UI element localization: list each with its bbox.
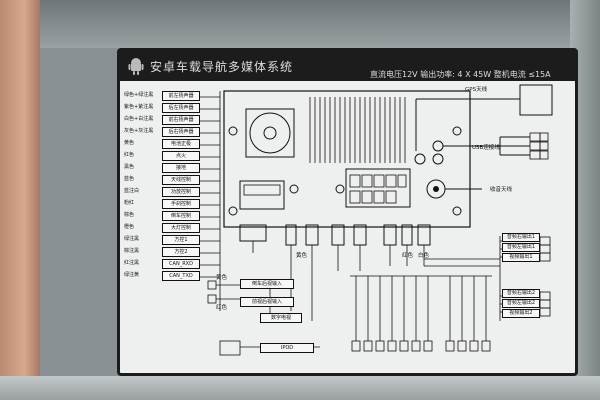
wire-color-label: 白色+白注黑 xyxy=(124,116,154,122)
wire-color-label: 黑色 xyxy=(124,164,135,170)
wire-color-label: 紫色+紫注黑 xyxy=(124,104,154,110)
audio-right-out-1: 音频右输出1 xyxy=(502,233,540,242)
wire-color-label: 红注黑 xyxy=(124,260,140,266)
wire-function-box: 功放控制 xyxy=(162,187,200,197)
wire-color-label: 绿注黄 xyxy=(124,272,140,278)
front-rear-input-label: 前视后视输入 xyxy=(240,297,294,307)
video-out-2: 视频输出2 xyxy=(502,309,540,318)
ipod-label: IPOD xyxy=(260,343,314,353)
finger xyxy=(0,0,40,400)
gps-antenna-label: GPS天线 xyxy=(465,87,488,93)
white-wire-label: 白色 xyxy=(418,253,430,259)
audio-left-out-2: 音频左输出2 xyxy=(502,299,540,308)
wire-function-box: 前右扬声器 xyxy=(162,115,200,125)
background-bottom xyxy=(0,376,600,400)
wire-function-box: 天线控制 xyxy=(162,175,200,185)
wire-function-box: 后右扬声器 xyxy=(162,127,200,137)
wire-color-label: 灰色+灰注黑 xyxy=(124,128,154,134)
audio-left-out-1: 音频左输出1 xyxy=(502,243,540,252)
yellow-wire-label-2: 黄色 xyxy=(296,253,308,259)
wire-color-label: 黄色 xyxy=(124,140,135,146)
background-top xyxy=(0,0,600,48)
reverse-input-label: 倒车后视输入 xyxy=(240,279,294,289)
radio-antenna-label: 收音天线 xyxy=(490,187,513,193)
power-spec: 直流电压12V 输出功率: 4 X 45W 整机电流 ≤15A xyxy=(370,70,551,79)
sticker-header: 安卓车载导航多媒体系统 直流电压12V 输出功率: 4 X 45W 整机电流 ≤… xyxy=(120,51,575,81)
digital-tv-label: 数字电视 xyxy=(260,313,302,323)
red-wire-label-2: 红色 xyxy=(402,253,414,259)
red-wire-label: 红色 xyxy=(216,305,228,311)
wire-color-label: 蓝色 xyxy=(124,176,135,182)
yellow-wire-label: 黄色 xyxy=(216,275,228,281)
android-icon xyxy=(128,58,144,75)
wire-function-box: 大灯控制 xyxy=(162,223,200,233)
wire-color-label: 红色 xyxy=(124,152,135,158)
wire-color-label: 棕色 xyxy=(124,212,135,218)
wire-color-label: 绿色+绿注黑 xyxy=(124,92,154,98)
wire-function-box: 后左扬声器 xyxy=(162,103,200,113)
video-out-1: 视频输出1 xyxy=(502,253,540,262)
wire-color-label: 棕注黑 xyxy=(124,248,140,254)
wire-function-box: 方控2 xyxy=(162,247,200,257)
wire-color-label: 绿注黑 xyxy=(124,236,140,242)
wire-function-box: 倒车控制 xyxy=(162,211,200,221)
wire-function-box: 手刹控制 xyxy=(162,199,200,209)
wire-function-box: 点火 xyxy=(162,151,200,161)
wire-function-box: 前左扬声器 xyxy=(162,91,200,101)
wire-color-label: 粉红 xyxy=(124,200,135,206)
wire-function-box: CAN_TXD xyxy=(162,271,200,281)
wiring-lines xyxy=(200,84,553,356)
wire-function-box: CAN_RXD xyxy=(162,259,200,269)
usb-cable-label: USB连接线 xyxy=(472,145,500,151)
wire-color-label: 蓝注白 xyxy=(124,188,140,194)
wire-color-label: 橙色 xyxy=(124,224,135,230)
system-title: 安卓车载导航多媒体系统 xyxy=(150,60,294,74)
wire-function-box: 方控1 xyxy=(162,235,200,245)
audio-right-out-2: 音频右输出2 xyxy=(502,289,540,298)
wire-function-box: 接地 xyxy=(162,163,200,173)
wire-function-box: 电池正极 xyxy=(162,139,200,149)
wiring-diagram-sticker: 安卓车载导航多媒体系统 直流电压12V 输出功率: 4 X 45W 整机电流 ≤… xyxy=(117,48,578,376)
